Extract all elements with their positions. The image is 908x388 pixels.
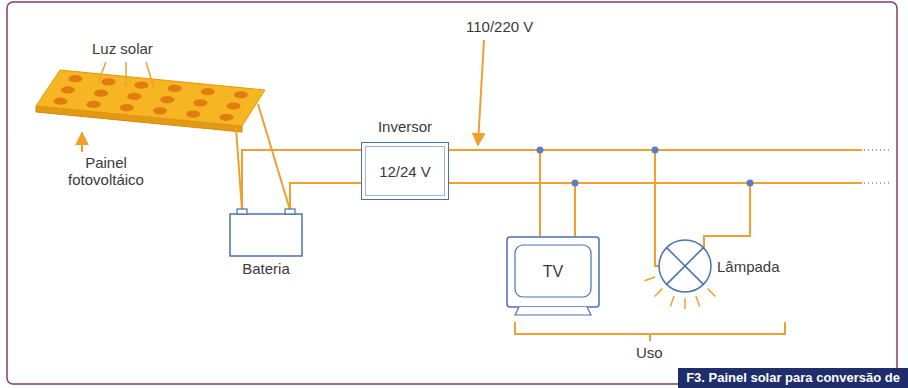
- battery: Bateria: [228, 208, 304, 280]
- light-ray: [684, 298, 686, 309]
- pointer-arrow: [81, 134, 83, 152]
- junction-dots: [537, 147, 754, 187]
- panel-cell: [135, 82, 149, 89]
- box-text: 12/24 V: [361, 142, 449, 200]
- light-ray: [696, 296, 700, 306]
- panel-cell: [101, 78, 115, 85]
- node-label: Bateria: [228, 260, 304, 277]
- panel-cell: [219, 114, 233, 121]
- sunlight-label: Luz solar: [92, 40, 153, 57]
- node-label: Inversor: [355, 118, 455, 135]
- tv-screen: [515, 245, 591, 297]
- panel-cell: [201, 88, 215, 95]
- light-ray: [708, 289, 716, 297]
- lamp-cross: [667, 248, 704, 285]
- lamp-symbol: [659, 240, 711, 292]
- node-label: Painel fotovoltáico: [60, 154, 152, 188]
- pointer-arrow: [478, 40, 484, 144]
- light-ray: [645, 277, 655, 281]
- box-text: TV: [515, 245, 591, 297]
- wire: [242, 150, 361, 210]
- panel-cell: [234, 91, 248, 98]
- panel-cell: [186, 110, 200, 117]
- panel-cell: [87, 101, 101, 108]
- tv-housing: [507, 237, 599, 307]
- panel-cell: [160, 96, 174, 103]
- sun-rays: [98, 62, 154, 88]
- tv-set: TV: [505, 237, 601, 319]
- solar-panel: Painel fotovoltáico: [30, 60, 270, 200]
- panel-cell: [227, 102, 241, 109]
- panel-cell: [168, 85, 182, 92]
- panel-cell: [68, 75, 82, 82]
- node-label: Lâmpada: [717, 258, 780, 275]
- panel-cells: [53, 75, 247, 121]
- battery-terminal: [285, 209, 295, 214]
- panel-cell: [127, 93, 141, 100]
- group-label: Uso: [636, 344, 663, 361]
- battery-terminal: [237, 209, 247, 214]
- panel-cell: [53, 98, 67, 105]
- figure-caption: F3. Painel solar para conversão de: [678, 368, 908, 388]
- wire: [449, 150, 575, 237]
- lamp: Lâmpada: [655, 236, 790, 296]
- frame: [7, 2, 897, 384]
- panel-cell: [193, 99, 207, 106]
- voltage-label: 110/220 V: [466, 18, 533, 35]
- panel-cell: [94, 90, 108, 97]
- light-ray: [670, 296, 674, 306]
- panel-cell: [153, 107, 167, 114]
- panel-cell: [120, 104, 134, 111]
- panel-cell: [61, 86, 75, 93]
- bracket: [515, 322, 785, 341]
- inverter: Inversor 12/24 V: [355, 112, 455, 204]
- tv-stand: [515, 307, 591, 315]
- light-ray: [655, 289, 663, 297]
- wire: [236, 104, 290, 210]
- wire-continuation: [864, 150, 890, 183]
- battery-body: [230, 214, 302, 256]
- node-shape: [30, 60, 270, 200]
